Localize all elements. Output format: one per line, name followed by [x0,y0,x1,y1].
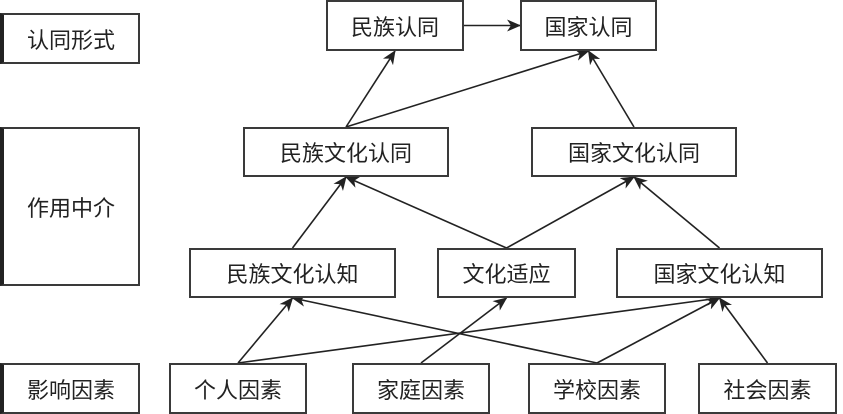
arrow-cultural_adaptation-to-national_cultural_identity [506,176,635,249]
arrow-ethnic_cultural_cognition-to-ethnic_cultural_identity [291,176,347,249]
level-identity-form: 认同形式 [0,13,140,64]
node-school-factors: 学校因素 [528,363,666,414]
arrow-cultural_adaptation-to-ethnic_cultural_identity [345,176,507,249]
node-cultural-adaptation: 文化适应 [437,248,576,298]
arrow-national_cultural_cognition-to-national_cultural_identity [633,176,721,249]
node-national-identity: 国家认同 [520,0,657,51]
node-personal-factors: 个人因素 [169,363,307,414]
node-ethnic-cultural-identity: 民族文化认同 [243,127,449,177]
node-national-cultural-identity: 国家文化认同 [531,127,737,177]
arrow-personal_factors-to-ethnic_cultural_cognition [237,297,294,364]
node-ethnic-cultural-cognition: 民族文化认知 [189,248,396,298]
arrow-personal_factors-to-national_cultural_cognition [237,293,721,364]
arrow-ethnic_cultural_identity-to-ethnic_identity [345,50,396,128]
node-social-factors: 社会因素 [698,363,837,414]
arrow-national_cultural_identity-to-national_identity [587,50,635,128]
arrow-school_factors-to-national_cultural_cognition [596,297,721,364]
arrow-ethnic_cultural_identity-to-national_identity [345,49,590,128]
arrow-school_factors-to-ethnic_cultural_cognition [291,294,598,364]
level-mediation: 作用中介 [0,127,140,286]
node-national-cultural-cognition: 国家文化认知 [616,248,823,298]
arrow-social_factors-to-national_cultural_cognition [718,297,769,364]
arrow-family_factors-to-cultural_adaptation [420,297,508,364]
level-influence-factors: 影响因素 [0,363,140,414]
node-family-factors: 家庭因素 [352,363,490,414]
node-ethnic-identity: 民族认同 [326,0,464,51]
